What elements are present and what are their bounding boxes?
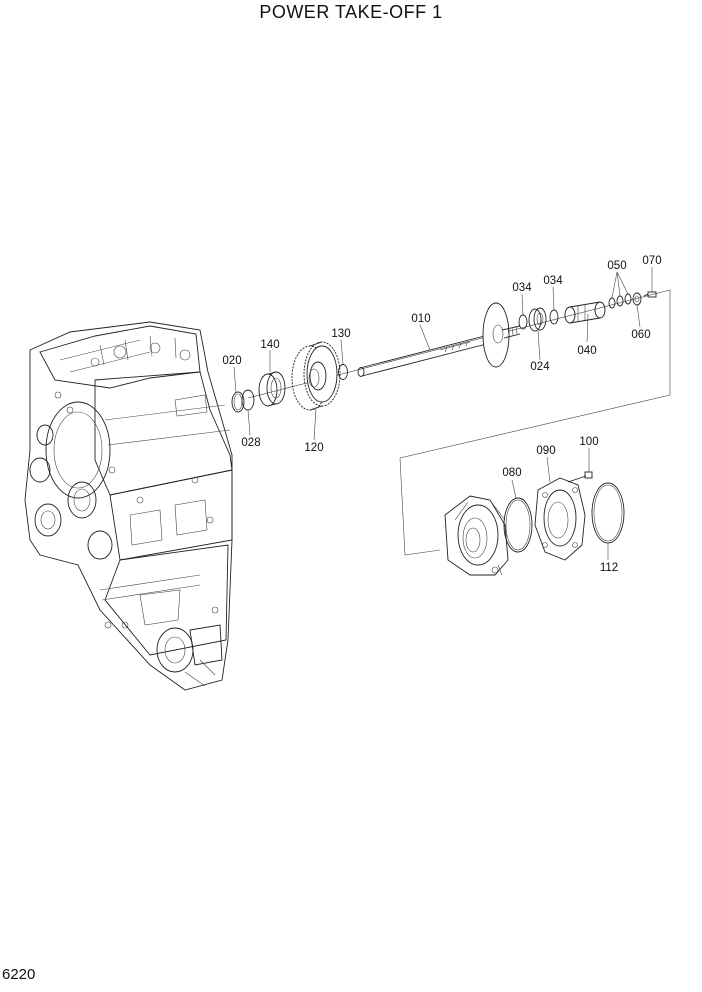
- part-080-o-ring: [503, 497, 533, 553]
- callout-034-b: 034: [543, 275, 563, 287]
- callout-leaders: [233, 267, 653, 560]
- page-title: POWER TAKE-OFF 1: [259, 2, 443, 22]
- callout-024: 024: [530, 361, 550, 373]
- callout-060: 060: [631, 329, 650, 341]
- callout-100: 100: [579, 436, 598, 448]
- callout-028: 028: [241, 437, 260, 449]
- callout-140: 140: [260, 339, 279, 351]
- part-090-cover: [534, 477, 586, 561]
- part-034-ring-2: [549, 309, 559, 325]
- part-024-bearing: [528, 307, 547, 332]
- callout-040: 040: [577, 345, 596, 357]
- part-034-ring-1: [518, 314, 528, 330]
- transmission-housing: [24, 321, 233, 691]
- callout-080: 080: [502, 467, 521, 479]
- callout-020: 020: [222, 355, 241, 367]
- callout-034-a: 034: [512, 282, 532, 294]
- callout-070: 070: [642, 255, 661, 267]
- part-112-o-ring: [591, 482, 625, 544]
- part-130-ring: [338, 364, 348, 380]
- page-number: 6220: [2, 966, 36, 983]
- pto-housing: [444, 495, 509, 576]
- callout-120: 120: [304, 442, 323, 454]
- callout-112: 112: [600, 562, 618, 574]
- part-010-shaft: [357, 302, 521, 377]
- part-040-sleeve: [564, 301, 606, 324]
- part-100-bolt: [567, 471, 593, 483]
- callout-050: 050: [607, 260, 626, 272]
- assembly-axis-lines: [247, 289, 671, 556]
- callout-010: 010: [411, 313, 430, 325]
- part-140-bearing: [258, 371, 286, 407]
- part-120-gear: [291, 341, 341, 411]
- callout-130: 130: [331, 328, 350, 340]
- callout-090: 090: [536, 445, 555, 457]
